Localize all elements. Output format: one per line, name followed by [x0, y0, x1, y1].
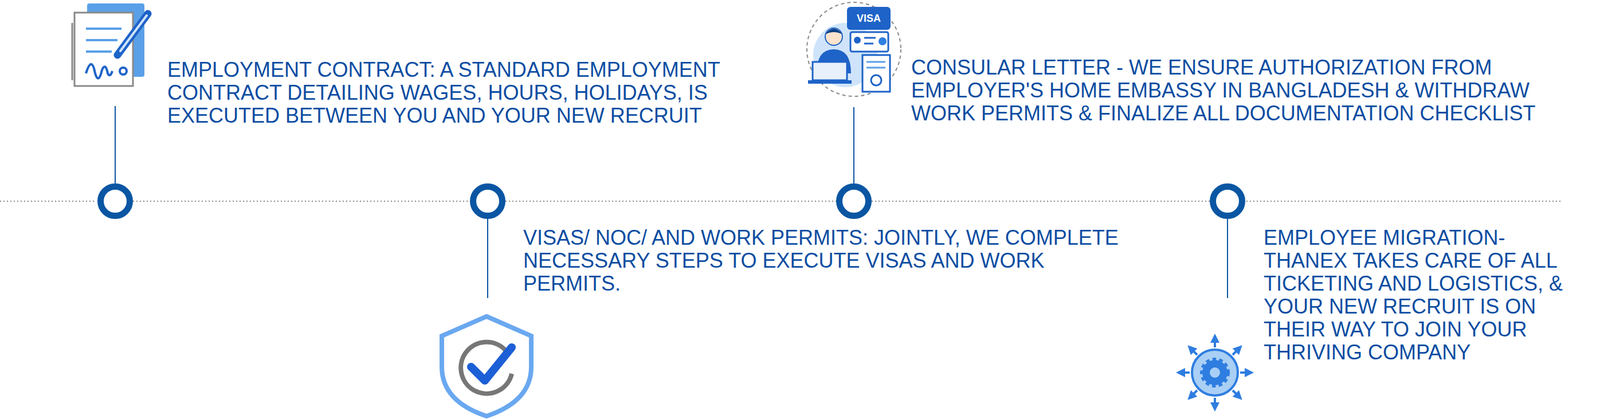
timeline-marker: EMPLOYEE MIGRATION- THANEX TAKES CARE OF…: [1209, 183, 1246, 219]
leader-line: [1226, 218, 1229, 298]
timeline-line: [1246, 200, 1562, 202]
leader-line: [853, 107, 855, 184]
step-description: VISAS/ NOC/ AND WORK PERMITS: JOINTLY, W…: [523, 226, 1125, 296]
timeline-marker: VISAS/ NOC/ AND WORK PERMITS: JOINTLY, W…: [469, 183, 506, 219]
visa-officer-icon: [806, 2, 901, 97]
timeline-connector: [132, 200, 470, 202]
shield-check-icon: [441, 316, 532, 417]
leader-line: [114, 106, 116, 184]
visa-badge-text: VISA: [846, 6, 891, 30]
migration-gear-icon: [1180, 338, 1250, 407]
step-description: EMPLOYEE MIGRATION- THANEX TAKES CARE OF…: [1263, 226, 1594, 364]
step-description: CONSULAR LETTER - WE ENSURE AUTHORIZATIO…: [911, 56, 1571, 125]
timeline-marker: CONSULAR LETTER - WE ENSURE AUTHORIZATIO…: [836, 183, 872, 219]
timeline-marker: EMPLOYMENT CONTRACT: A STANDARD EMPLOYME…: [97, 183, 133, 219]
timeline-line: [0, 200, 97, 202]
contract-icon: [72, 3, 148, 86]
timeline-connector: [871, 200, 1210, 202]
timeline-connector: [505, 200, 837, 202]
leader-line: [487, 218, 489, 298]
step-description: EMPLOYMENT CONTRACT: A STANDARD EMPLOYME…: [167, 58, 775, 128]
